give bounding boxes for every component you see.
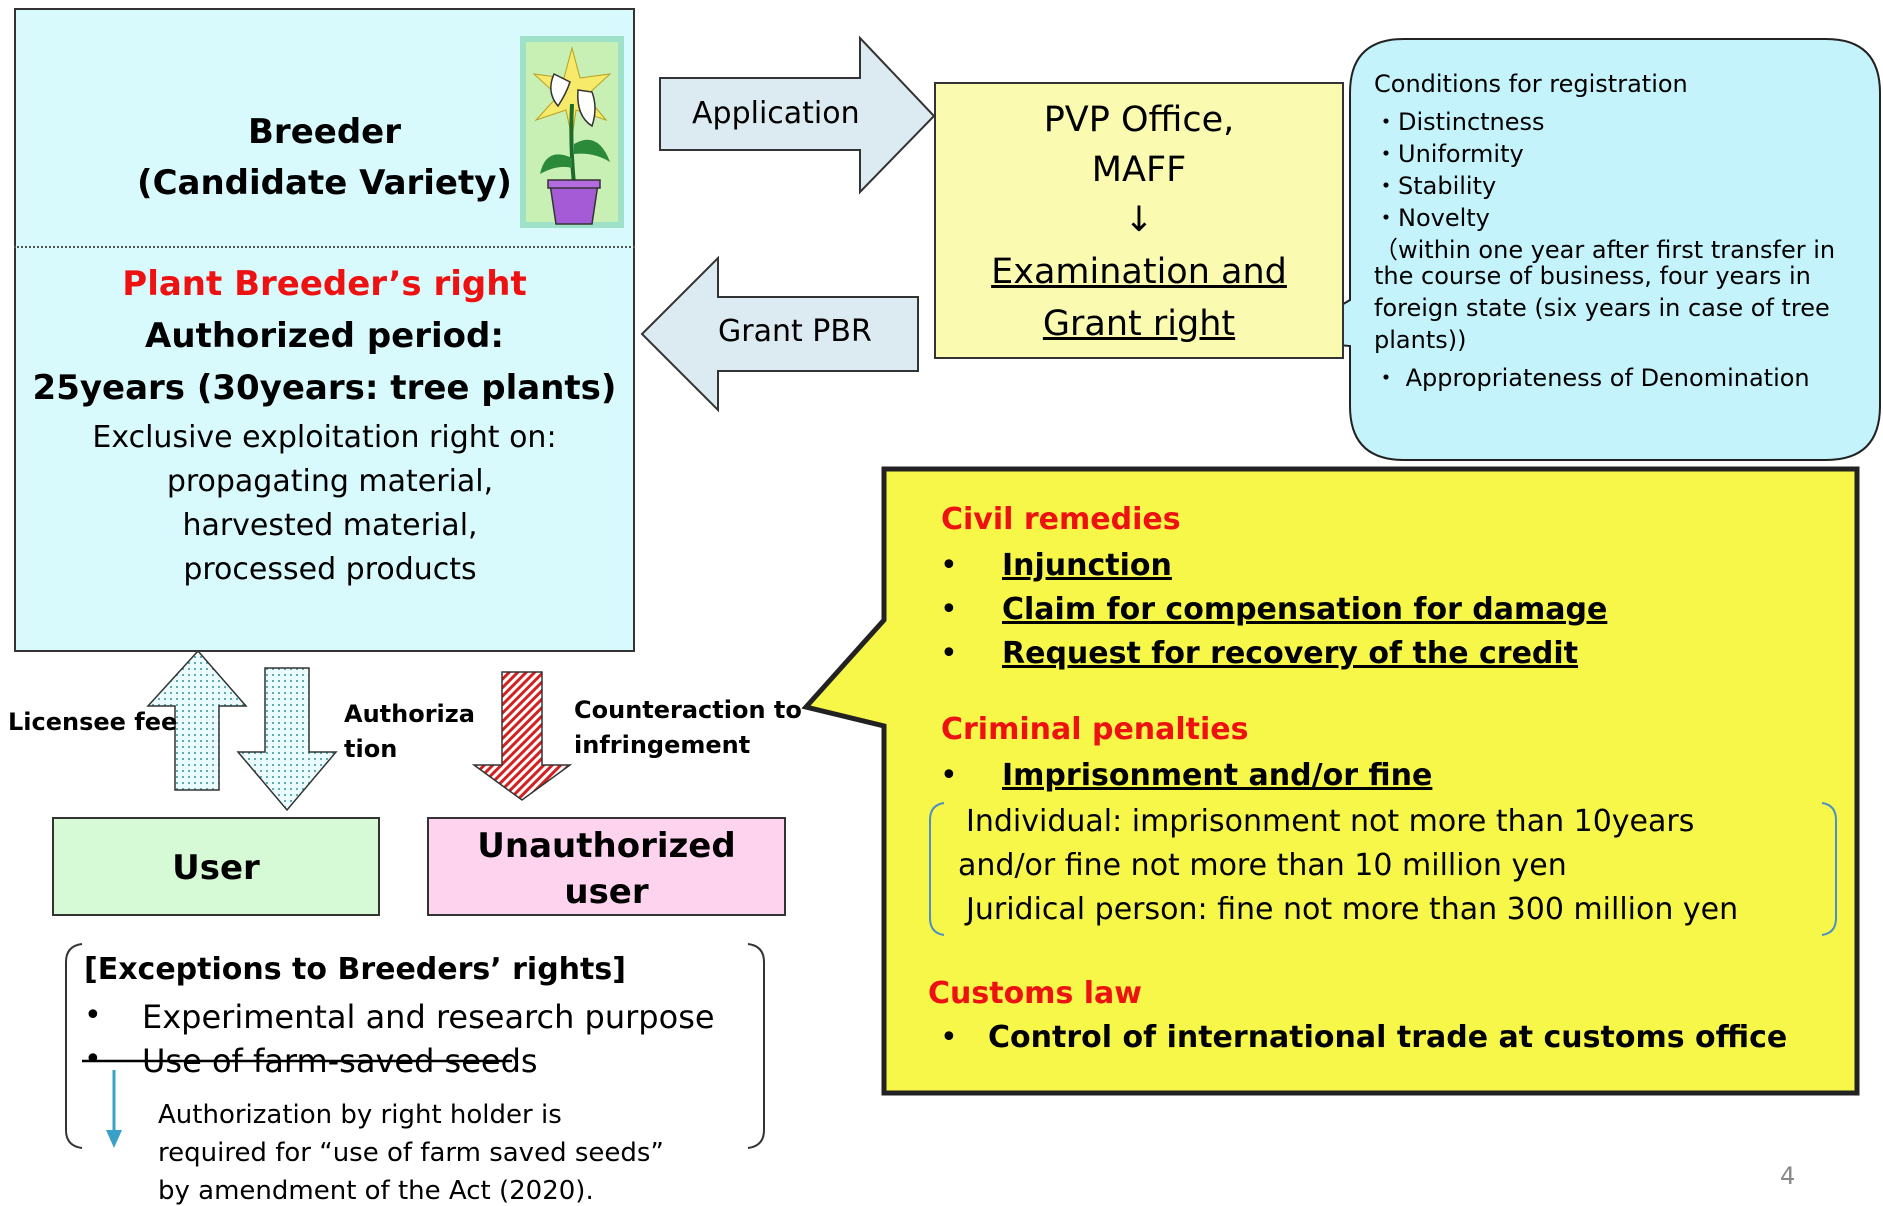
exceptions-bracket-right [747,943,765,1149]
exceptions-bullet: • [84,998,102,1033]
breeder-title: Breeder [248,112,401,152]
exclusive-right-label: Exclusive exploitation right on: [92,420,557,455]
plant-breeders-right-title: Plant Breeder’s right [122,264,527,304]
customs-law-title: Customs law [928,976,1142,1011]
pvp-office-line: PVP Office, [1043,100,1235,140]
authorization-arrow [236,667,338,812]
criminal-detail-line: Individual: imprisonment not more than 1… [966,804,1695,839]
novelty-note-line: foreign state (six years in case of tree [1374,294,1830,322]
pvp-office-box [934,82,1344,359]
amendment-note-line: by amendment of the Act (2020). [158,1176,594,1206]
unauthorized-user-label: Unauthorized [477,826,736,866]
application-label: Application [692,96,860,131]
condition-item: ・Uniformity [1374,140,1524,168]
exceptions-down-arrow [106,1130,122,1148]
examination-line: Examination and [991,252,1287,292]
criminal-bracket-right [1821,802,1837,936]
unauthorized-user-label-cont: user [564,872,649,912]
criminal-bracket-left [929,802,945,936]
novelty-note-line: the course of business, four years in [1374,262,1811,290]
breeder-subtitle: (Candidate Variety) [137,163,512,203]
exceptions-title: [Exceptions to Breeders’ rights] [84,952,626,987]
civil-remedies-title: Civil remedies [941,502,1181,537]
user-label: User [172,848,260,888]
grant-arrow [640,255,919,413]
condition-item: ・Distinctness [1374,108,1545,136]
counteraction-label: Counteraction to [574,696,802,724]
grant-right-line: Grant right [1042,304,1236,344]
flower-pot-icon [520,36,624,228]
imprisonment-item: Imprisonment and/or fine [1002,758,1433,793]
remedy-bullet: • [940,548,958,583]
breeder-divider [14,246,635,248]
remedy-bullet: • [940,1020,958,1055]
denomination-item: ・ Appropriateness of Denomination [1374,364,1810,392]
remedies-callout [801,466,1860,1096]
page-number: 4 [1780,1162,1796,1190]
counteraction-arrow [471,671,573,801]
unauthorized-user-box [427,817,786,916]
licensee-fee-arrow [146,649,248,791]
authorization-label: Authoriza [344,700,475,728]
conditions-bubble [1278,38,1881,461]
authorization-label-cont: tion [344,735,398,763]
pvp-maff-line: MAFF [1091,150,1187,190]
exception-research: Experimental and research purpose [142,998,715,1036]
remedy-bullet: • [940,636,958,671]
condition-item: ・Stability [1374,172,1497,200]
conditions-title: Conditions for registration [1374,70,1688,98]
recovery-item: Request for recovery of the credit [1002,636,1579,671]
pvp-down-arrow-icon: ↓ [1124,200,1154,240]
novelty-note-line: plants)) [1374,326,1467,354]
material-item: processed products [183,552,477,587]
criminal-detail-line: and/or fine not more than 10 million yen [958,848,1567,883]
remedy-bullet: • [940,592,958,627]
material-item: propagating material, [166,464,494,499]
criminal-penalties-title: Criminal penalties [941,712,1249,747]
amendment-note-line: required for “use of farm saved seeds” [158,1138,664,1168]
remedy-bullet: • [940,758,958,793]
exception-farm-saved-seeds: Use of farm-saved seeds [142,1042,538,1080]
authorized-period-label: Authorized period: [145,316,504,356]
injunction-item: Injunction [1002,548,1172,583]
customs-control-item: Control of international trade at custom… [988,1020,1788,1055]
licensee-fee-label: Licensee fee [8,708,178,736]
compensation-item: Claim for compensation for damage [1002,592,1608,627]
exceptions-bullet: • [84,1042,102,1077]
novelty-note-line: （within one year after first transfer in [1374,236,1836,264]
grant-pbr-label: Grant PBR [718,314,872,349]
criminal-detail-line: Juridical person: fine not more than 300… [966,892,1739,927]
user-box [52,817,380,916]
authorized-period-value: 25years (30years: tree plants) [32,368,617,408]
counteraction-label-cont: infringement [574,731,751,759]
exceptions-bracket-left [65,943,83,1149]
amendment-note-line: Authorization by right holder is [158,1100,562,1130]
material-item: harvested material, [182,508,478,543]
application-arrow [659,35,936,195]
condition-item: ・Novelty [1374,204,1490,232]
